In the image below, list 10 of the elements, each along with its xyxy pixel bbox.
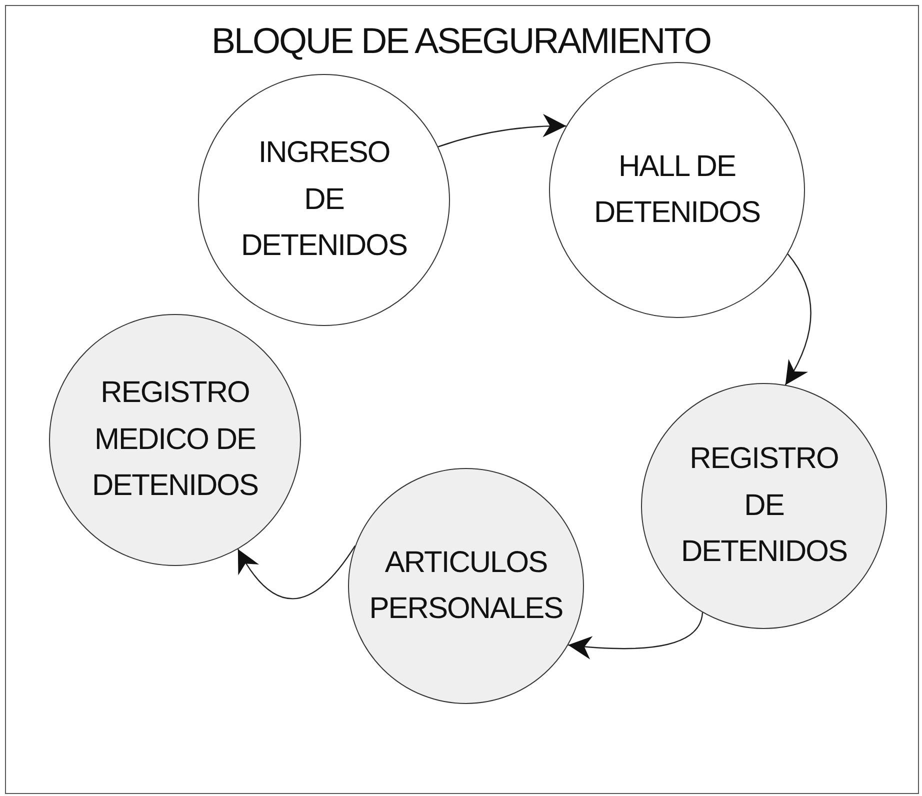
- arrow: [568, 612, 704, 659]
- step-label: INGRESO DE DETENIDOS: [240, 135, 408, 264]
- step-label: REGISTRO MEDICO DE DETENIDOS: [90, 375, 260, 504]
- step-label: ARTICULOS PERSONALES: [368, 544, 564, 627]
- step-label: REGISTRO DE DETENIDOS: [680, 441, 848, 570]
- arrow: [438, 114, 566, 148]
- diagram-title: BLOQUE DE ASEGURAMIENTO: [210, 20, 712, 62]
- arrow: [784, 254, 812, 386]
- arrow: [237, 545, 356, 600]
- step-label: HALL DE DETENIDOS: [592, 148, 762, 231]
